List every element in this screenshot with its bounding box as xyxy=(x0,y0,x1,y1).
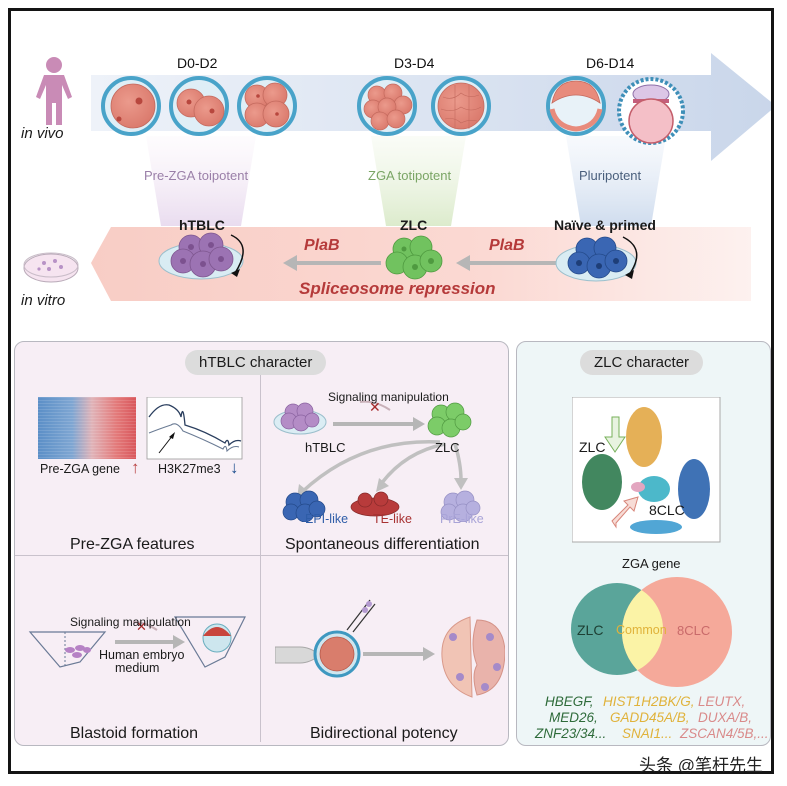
gene-8clc-1: LEUTX, xyxy=(698,694,746,709)
signal-label-1: Signaling manipulation xyxy=(328,390,449,404)
watermark: 头条 @笔杆先生 xyxy=(639,756,763,775)
outcome-epi-like: EPI-like xyxy=(305,512,349,526)
cluster-light-blue xyxy=(630,520,682,534)
spontaneous-differentiation-figure: ✕ xyxy=(273,399,481,522)
cell-label-htblc: hTBLC xyxy=(179,217,225,233)
gene-zlc-2: MED26, xyxy=(549,710,598,725)
potency-pre-zga: Pre-ZGA toipotent xyxy=(144,168,249,183)
cluster-blue xyxy=(678,459,710,519)
label-htblc-small: hTBLC xyxy=(305,440,346,455)
embryo-blastocyst xyxy=(546,76,606,136)
caption-blastoid-formation: Blastoid formation xyxy=(70,725,199,742)
caption-pre-zga-features: Pre-ZGA features xyxy=(70,536,195,553)
venn-label-common: Common xyxy=(616,623,667,637)
arrow-8clc-icon xyxy=(611,496,639,529)
signal-label-2: Signaling manipulation xyxy=(70,615,191,629)
cell-label-zlc: ZLC xyxy=(400,217,428,233)
funnel-pluripotent xyxy=(566,136,666,226)
funnel-zga xyxy=(371,136,466,226)
gene-common-3: SNAI1... xyxy=(622,726,673,741)
htblc-panel-title: hTBLC character xyxy=(185,350,327,375)
gene-common-2: GADD45A/B, xyxy=(610,710,690,725)
htblc-character-panel: hTBLC character xyxy=(14,341,509,746)
label-zlc-small: ZLC xyxy=(435,440,460,455)
arrow-zlc-to-htblc xyxy=(283,255,381,271)
pre-zga-figure xyxy=(38,397,243,460)
medium-label-line1: Human embryo xyxy=(99,648,185,662)
outcome-pre-like: PrE-like xyxy=(440,512,484,526)
process-label: Spliceosome repression xyxy=(299,279,496,298)
potency-zga: ZGA totipotent xyxy=(368,168,452,183)
panel-divider-vertical xyxy=(260,362,261,742)
svg-text:✕: ✕ xyxy=(369,399,381,415)
embryo-4-cell xyxy=(237,76,297,136)
umap-label-zlc: ZLC xyxy=(579,439,606,455)
figure-frame: in vivo in vitro D0-D2 D3-D4 D6-D14 Pre-… xyxy=(8,8,774,775)
arrow-up-icon: ↑ xyxy=(131,458,140,477)
gene-common-1: HIST1H2BK/G, xyxy=(603,694,695,709)
htblc-cell-dish xyxy=(158,232,244,280)
venn-label-zlc: ZLC xyxy=(577,622,604,638)
chip-label: H3K27me3 xyxy=(158,462,221,476)
medium-label-line2: medium xyxy=(115,661,160,675)
gene-zlc-1: HBEGF, xyxy=(545,694,594,709)
zlc-character-panel: ZLC character ZLC 8CLC ZGA gene ZLC Comm… xyxy=(516,341,771,746)
human-figure-icon xyxy=(36,57,72,125)
cluster-8clc-pink xyxy=(631,482,645,492)
arrow-down-icon: ↓ xyxy=(230,458,239,477)
treatment-label-plab-1: PlaB xyxy=(304,237,340,254)
umap-label-8clc: 8CLC xyxy=(649,502,685,518)
stage-label-d3-d4: D3-D4 xyxy=(394,55,435,71)
embryo-morula xyxy=(431,76,491,136)
treatment-label-plab-2: PlaB xyxy=(489,237,525,254)
stage-label-d0-d2: D0-D2 xyxy=(177,55,218,71)
outcome-te-like: TE-like xyxy=(373,512,412,526)
cluster-zlc-green xyxy=(582,454,622,510)
venn-diagram xyxy=(571,577,732,687)
cluster-orange xyxy=(626,407,662,467)
timeline-graphic xyxy=(23,53,771,301)
arrow-naive-to-zlc xyxy=(456,255,561,271)
caption-bidirectional-potency: Bidirectional potency xyxy=(310,725,458,742)
naive-primed-cell-dish xyxy=(555,236,638,282)
embryo-late-blastocyst xyxy=(617,77,685,145)
heatmap-label: Pre-ZGA gene xyxy=(40,462,120,476)
umap-plot xyxy=(572,397,721,543)
svg-text:✕: ✕ xyxy=(136,619,147,634)
gene-8clc-2: DUXA/B, xyxy=(698,710,753,725)
zlc-panel-title: ZLC character xyxy=(580,350,704,375)
gene-8clc-3: ZSCAN4/5B,... xyxy=(680,726,769,741)
bidirectional-potency-figure xyxy=(275,599,505,698)
petri-dish-icon xyxy=(23,252,79,283)
potency-pluripotent: Pluripotent xyxy=(579,168,642,183)
blastoid-formation-figure: ✕ xyxy=(28,616,246,668)
zlc-cell-cluster xyxy=(385,235,443,280)
in-vitro-label: in vitro xyxy=(21,292,66,309)
stage-label-d6-d14: D6-D14 xyxy=(586,55,635,71)
gene-zlc-3: ZNF23/34... xyxy=(535,726,607,741)
cell-label-naive-primed: Naïve & primed xyxy=(554,217,656,233)
caption-spontaneous-differentiation: Spontaneous differentiation xyxy=(285,536,480,553)
funnel-pre-zga xyxy=(146,136,256,226)
embryo-zygote xyxy=(101,76,161,136)
cluster-cyan xyxy=(638,476,670,502)
venn-intersection xyxy=(622,583,663,675)
venn-label-8clc: 8CLC xyxy=(677,623,711,638)
venn-title: ZGA gene xyxy=(622,556,681,571)
in-vivo-label: in vivo xyxy=(21,125,64,142)
embryo-2-cell xyxy=(169,76,229,136)
arrow-zlc-icon xyxy=(604,416,626,453)
panel-divider-horizontal xyxy=(15,555,508,556)
embryo-8-cell xyxy=(357,76,417,136)
